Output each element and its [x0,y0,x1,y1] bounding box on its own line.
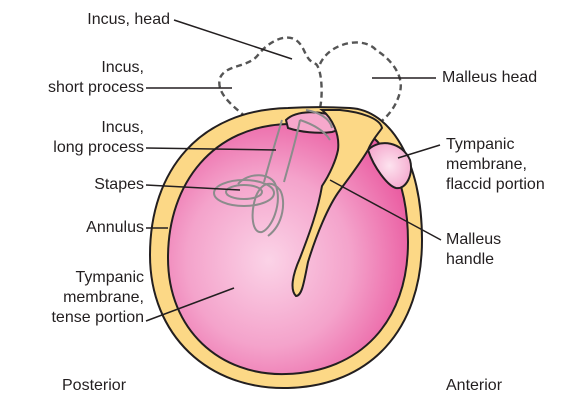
incus-head-outline [219,38,321,117]
label-malleus-head: Malleus head [442,68,537,88]
label-anterior: Anterior [446,376,502,396]
label-incus-head: Incus, head [87,10,170,30]
label-incus-short-process: Incus, short process [48,58,144,98]
label-tympanic-membrane-tense: Tympanic membrane, tense portion [51,268,144,328]
label-annulus: Annulus [86,218,144,238]
leader-incus-head [174,20,292,59]
label-stapes: Stapes [94,175,144,195]
label-tympanic-membrane-flaccid: Tympanic membrane, flaccid portion [446,135,545,195]
label-incus-long-process: Incus, long process [53,118,144,158]
label-malleus-handle: Malleus handle [446,230,501,270]
label-posterior: Posterior [62,376,126,396]
